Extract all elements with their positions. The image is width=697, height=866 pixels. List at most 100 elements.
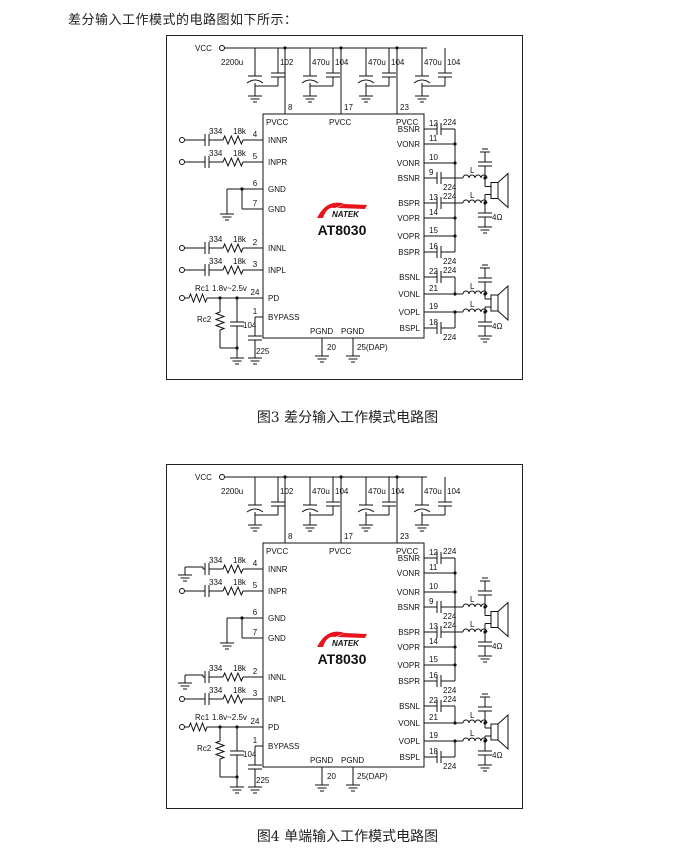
- inductor-icon: [462, 308, 488, 313]
- brand-name: NATEK: [332, 210, 360, 219]
- pin-name: BSPR: [398, 199, 420, 208]
- input-terminal-icon: [219, 45, 225, 51]
- pin-number: 5: [253, 152, 258, 161]
- pin-number: 7: [253, 199, 258, 208]
- pin-number: 8: [288, 532, 293, 541]
- input-terminal-icon: [179, 696, 185, 702]
- ceramic-cap-value: 104: [447, 487, 461, 496]
- bootstrap-cap-value: 224: [443, 547, 457, 556]
- electrolytic-capacitor-icon: [357, 79, 375, 84]
- pin-number: 21: [429, 284, 438, 293]
- pin-number: 21: [429, 713, 438, 722]
- pin-number: 15: [429, 226, 438, 235]
- resistor-icon: [214, 740, 226, 760]
- input-resistor-value: 18k: [233, 664, 247, 673]
- pin-number: 17: [344, 103, 353, 112]
- intro-text: 差分输入工作模式的电路图如下所示：: [68, 13, 298, 28]
- input-resistor-value: 18k: [233, 127, 247, 136]
- pin-number: 8: [288, 103, 293, 112]
- resistor-icon: [222, 156, 244, 168]
- electrolytic-capacitor-icon: [357, 508, 375, 513]
- ceramic-cap-value: 104: [447, 58, 461, 67]
- pin-number: 14: [429, 637, 438, 646]
- input-terminal-icon: [179, 724, 185, 730]
- pin-number: 1: [253, 736, 258, 745]
- pin-name: INNL: [268, 244, 287, 253]
- rc2-label: Rc2: [197, 315, 212, 324]
- input-cap-value: 334: [209, 127, 223, 136]
- pin-number: 12: [429, 119, 438, 128]
- input-cap-value: 334: [209, 686, 223, 695]
- ceramic-cap-value: 102: [280, 58, 294, 67]
- anatek-logo: NATEK: [317, 202, 367, 219]
- pin-number: 16: [429, 671, 438, 680]
- pin-name-pvcc: PVCC: [266, 547, 288, 556]
- inductor-label: L: [470, 166, 475, 175]
- resistor-icon: [222, 264, 244, 276]
- inductor-icon: [462, 174, 488, 179]
- input-cap-value: 334: [209, 578, 223, 587]
- pd-cap-value: 104: [243, 750, 257, 759]
- bootstrap-cap-value: 224: [443, 183, 457, 192]
- pin-name-pgnd: PGND: [341, 327, 364, 336]
- brand-name: NATEK: [332, 639, 360, 648]
- pin-name: INPL: [268, 266, 286, 275]
- pin-name-pvcc: PVCC: [329, 547, 351, 556]
- pin-number: 18: [429, 747, 438, 756]
- electrolytic-cap-value: 2200u: [221, 58, 243, 67]
- input-resistor-value: 18k: [233, 556, 247, 565]
- figure-3-caption: 图3 差分输入工作模式电路图: [256, 410, 439, 426]
- rc2-label: Rc2: [197, 744, 212, 753]
- resistor-icon: [188, 721, 208, 733]
- pin-number: 4: [253, 130, 258, 139]
- pin-number: 2: [253, 667, 258, 676]
- junction-dot: [453, 234, 457, 238]
- input-terminal-icon: [179, 295, 185, 301]
- pd-cap-value: 104: [243, 321, 257, 330]
- pin-number: 20: [327, 343, 336, 352]
- anatek-logo: NATEK: [317, 631, 367, 648]
- pin-name-pvcc: PVCC: [396, 118, 418, 127]
- pin-number: 11: [429, 134, 438, 143]
- pin-name: INNL: [268, 673, 287, 682]
- junction-dot: [453, 161, 457, 165]
- input-resistor-value: 18k: [233, 149, 247, 158]
- vcc-label: VCC: [195, 44, 212, 53]
- input-terminal-icon: [179, 245, 185, 251]
- pin-number: 1: [253, 307, 258, 316]
- speaker-icon: [497, 284, 509, 322]
- speaker-icon: [497, 601, 509, 638]
- pin-name: BSPL: [400, 753, 421, 762]
- electrolytic-capacitor-icon: [301, 79, 319, 84]
- speaker-impedance-label: 4Ω: [492, 751, 502, 760]
- resistor-icon: [188, 292, 208, 304]
- pin-number: 4: [253, 559, 258, 568]
- inductor-label: L: [470, 711, 475, 720]
- anatek-logo-swoosh: [337, 633, 367, 638]
- pin-number: 18: [429, 318, 438, 327]
- speaker-icon: [490, 611, 499, 628]
- pin-name: BSNL: [399, 273, 420, 282]
- pin-name-pgnd: PGND: [310, 756, 333, 765]
- pin-name: GND: [268, 205, 286, 214]
- pin-number: 23: [400, 532, 409, 541]
- pin-name: BSPR: [398, 248, 420, 257]
- bootstrap-cap-value: 224: [443, 118, 457, 127]
- input-terminal-icon: [179, 588, 185, 594]
- input-terminal-icon: [179, 159, 185, 165]
- pin-number: 5: [253, 581, 258, 590]
- speaker-icon: [497, 172, 509, 209]
- pin-number: 25(DAP): [357, 772, 388, 781]
- pin-name: BSPL: [400, 324, 421, 333]
- pin-number: 14: [429, 208, 438, 217]
- junction-dot: [453, 663, 457, 667]
- inductor-icon: [462, 290, 488, 295]
- junction-dot: [235, 346, 239, 350]
- pin-number: 10: [429, 582, 438, 591]
- pin-name: VONL: [398, 290, 420, 299]
- inductor-icon: [462, 737, 488, 742]
- pin-name: GND: [268, 614, 286, 623]
- pin-name: VOPL: [399, 308, 421, 317]
